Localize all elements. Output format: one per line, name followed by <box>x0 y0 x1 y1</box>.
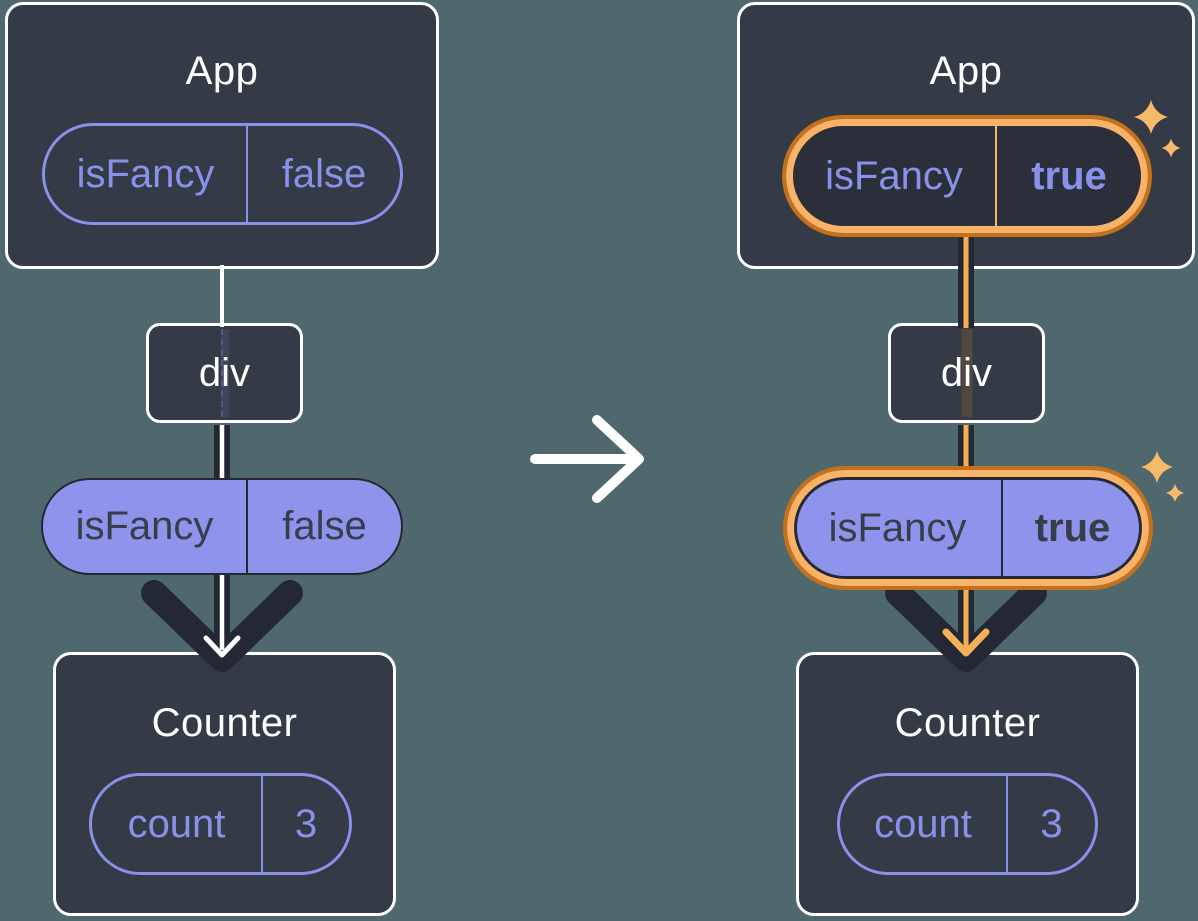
prop-arrowhead-right <box>942 628 990 657</box>
state-name: isFancy <box>45 126 248 222</box>
state-value: 3 <box>294 801 318 846</box>
state-pill-counter-right: count 3 <box>837 773 1098 875</box>
state-name: count <box>840 776 1008 872</box>
component-title: Counter <box>894 701 1041 745</box>
state-name: isFancy <box>793 126 997 226</box>
prop-pill-right-highlighted: isFancy true <box>783 466 1153 590</box>
div-node-left: div <box>146 323 303 423</box>
state-pill-app-left: isFancy false <box>42 123 403 225</box>
component-title: Counter <box>151 701 298 745</box>
component-title: App <box>929 49 1003 93</box>
sparkle-icon <box>1134 100 1168 134</box>
transition-arrow-icon <box>530 415 644 503</box>
props-arrowhead-right <box>885 580 1047 672</box>
state-pill-app-right-highlighted: isFancy true <box>782 115 1152 237</box>
state-pill-counter-left: count 3 <box>89 773 352 875</box>
sparkle-icon <box>1166 484 1184 502</box>
prop-name: isFancy <box>43 480 248 573</box>
node-label: div <box>198 350 251 395</box>
state-name: count <box>92 776 263 872</box>
prop-passthrough-line <box>220 329 229 417</box>
div-node-right: div <box>888 323 1045 423</box>
state-value: true <box>1031 153 1107 198</box>
sparkle-icon <box>1161 138 1181 158</box>
sparkle-icon <box>1141 451 1173 483</box>
props-arrowhead-left <box>141 580 303 672</box>
component-title: App <box>185 49 259 93</box>
prop-pill-left: isFancy false <box>41 478 403 575</box>
state-value: false <box>281 151 367 196</box>
prop-name: isFancy <box>794 477 1003 579</box>
node-label: div <box>940 350 993 395</box>
state-value: 3 <box>1040 801 1063 846</box>
prop-value: false <box>282 504 367 548</box>
prop-passthrough-line <box>961 329 972 417</box>
prop-value: true <box>1034 505 1111 550</box>
tree-arrowhead-left <box>203 635 241 658</box>
